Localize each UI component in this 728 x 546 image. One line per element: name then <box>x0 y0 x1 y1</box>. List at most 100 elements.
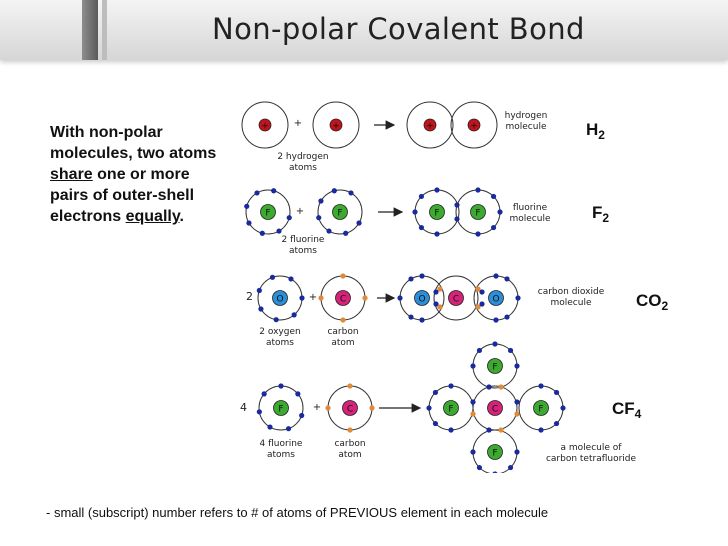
electron <box>356 220 362 226</box>
h2-reactant-label: atoms <box>289 163 317 173</box>
cf4-reactant-label-c: atom <box>338 450 361 460</box>
f-nucleus-symbol: F <box>492 363 497 373</box>
plus-sign: + <box>294 118 302 129</box>
shared-electron <box>479 289 485 295</box>
electron <box>299 295 305 301</box>
h2-reactant-label: 2 hydrogen <box>277 152 328 162</box>
f-nucleus-symbol: F <box>475 209 480 219</box>
electron <box>256 287 262 294</box>
electron <box>318 295 324 301</box>
electron <box>347 427 353 433</box>
electron <box>295 391 301 397</box>
covalent-bond-diagram: +++2 hydrogenatoms++hydrogenmoleculeF+F2… <box>240 101 637 473</box>
electron <box>432 420 439 427</box>
electron <box>340 317 346 323</box>
electron <box>408 276 414 282</box>
o-nucleus-symbol: O <box>418 295 425 305</box>
f-nucleus <box>470 204 486 220</box>
electron <box>507 464 514 471</box>
electron <box>470 363 476 369</box>
formula-co2-main: CO <box>636 291 662 310</box>
electron <box>348 190 354 196</box>
electron <box>507 347 514 354</box>
electron <box>285 426 292 432</box>
formula-co2-sub: 2 <box>661 299 669 313</box>
h-nucleus <box>423 118 437 132</box>
h2-product-label: molecule <box>505 122 546 132</box>
formula-f2-main: F <box>592 203 603 222</box>
shared-electron <box>454 216 460 222</box>
electron <box>490 224 497 231</box>
h2-product-label: hydrogen <box>505 111 548 121</box>
c-nucleus <box>448 290 464 306</box>
cf4-coefficient: 4 <box>240 401 247 414</box>
electron <box>267 424 273 430</box>
electron <box>259 230 265 236</box>
c-nucleus <box>335 290 351 306</box>
shared-electron <box>470 411 476 417</box>
electron <box>497 209 503 215</box>
f-atom-shell <box>317 189 363 235</box>
f-nucleus <box>273 400 289 416</box>
o-nucleus <box>488 290 504 306</box>
cf4-reactant-label-c: carbon <box>334 439 365 449</box>
electron <box>493 317 499 323</box>
electron <box>553 389 560 396</box>
electron <box>560 405 566 411</box>
electron <box>269 274 276 280</box>
shared-electron <box>433 289 439 295</box>
shared-electron <box>498 384 504 390</box>
shared-electron <box>433 301 439 307</box>
f-nucleus <box>487 358 503 374</box>
electron <box>316 215 322 221</box>
electron <box>412 209 418 215</box>
electron <box>475 187 481 193</box>
co2-coefficient: 2 <box>246 290 253 303</box>
electron <box>362 295 368 301</box>
c-nucleus-symbol: C <box>492 405 498 415</box>
shared-electron <box>486 384 492 390</box>
electron <box>504 276 510 282</box>
o-nucleus-symbol: O <box>492 295 499 305</box>
title-accent-bar <box>82 0 98 60</box>
shared-electron <box>514 411 520 417</box>
o-nucleus <box>272 290 288 306</box>
formula-f2-sub: 2 <box>602 211 610 225</box>
electron <box>553 420 560 427</box>
f-nucleus <box>429 204 445 220</box>
electron <box>326 228 332 234</box>
body-text-equally: equally <box>125 208 180 225</box>
electron <box>288 276 294 282</box>
electron <box>271 188 277 194</box>
electron <box>426 405 432 411</box>
co2-reactant-label-o: 2 oxygen <box>259 327 300 337</box>
formula-h2: H2 <box>586 120 605 142</box>
electron <box>476 464 483 471</box>
electron <box>490 193 497 200</box>
formula-co2: CO2 <box>636 291 668 313</box>
c-nucleus-symbol: C <box>340 295 346 305</box>
electron <box>434 187 440 193</box>
shared-electron <box>486 427 492 433</box>
f-nucleus <box>533 400 549 416</box>
title-accent-line <box>102 0 107 60</box>
plus-sign: + <box>313 402 321 413</box>
electron <box>448 383 454 389</box>
electron <box>291 312 297 318</box>
shared-electron <box>475 304 481 310</box>
co2-product-label: carbon dioxide <box>538 287 605 297</box>
electron <box>347 383 353 389</box>
cf4-reactant-label-f: atoms <box>267 450 295 460</box>
o-nucleus <box>414 290 430 306</box>
electron <box>369 405 375 411</box>
electron <box>538 383 544 389</box>
shared-electron <box>479 301 485 307</box>
f-nucleus-symbol: F <box>337 209 342 219</box>
title-band <box>0 0 728 60</box>
electron <box>318 198 324 204</box>
co2-reactant-label-c: atom <box>331 338 354 348</box>
electron <box>514 363 520 369</box>
f-nucleus-symbol: F <box>538 405 543 415</box>
cf4-product-label: carbon tetrafluoride <box>546 454 637 464</box>
h-nucleus <box>258 118 272 132</box>
